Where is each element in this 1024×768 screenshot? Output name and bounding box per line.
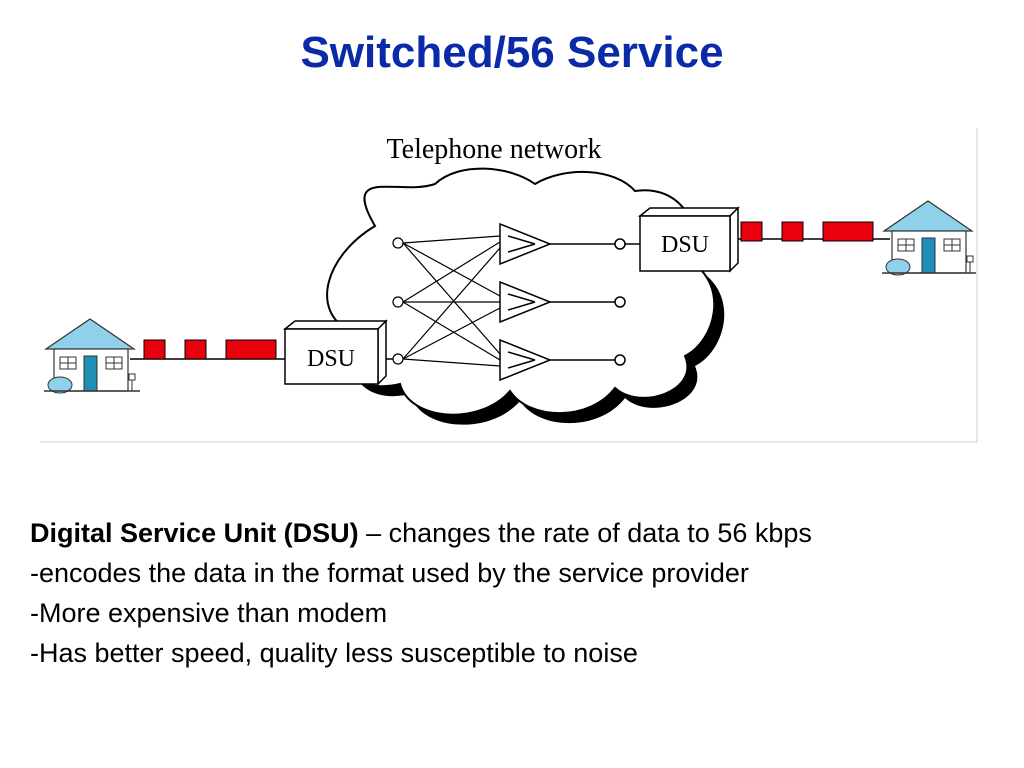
data-block — [740, 221, 763, 242]
caption-text: Digital Service Unit (DSU) – changes the… — [30, 513, 1020, 673]
bullet-expensive: -More expensive than modem — [30, 598, 388, 628]
dsu-box-icon: DSU — [282, 319, 388, 386]
data-block — [781, 221, 804, 242]
data-blocks-left — [143, 339, 277, 360]
slide-title: Switched/56 Service — [300, 28, 724, 77]
dsu-term: Digital Service Unit (DSU) — [30, 518, 359, 548]
data-blocks-right — [740, 221, 874, 242]
data-block — [225, 339, 277, 360]
house-icon — [44, 318, 140, 394]
crossbar-wiring — [392, 235, 501, 367]
data-block — [184, 339, 207, 360]
data-block — [822, 221, 874, 242]
switched56-diagram: Telephone network — [40, 126, 978, 444]
bullet-speed: -Has better speed, quality less suscepti… — [30, 638, 638, 668]
network-label: Telephone network — [387, 134, 602, 165]
switch-icon — [499, 338, 626, 382]
bullet-encodes: -encodes the data in the format used by … — [30, 558, 749, 588]
dsu-definition: Digital Service Unit (DSU) – changes the… — [30, 513, 1020, 553]
dsu-left-label: DSU — [307, 346, 355, 372]
dsu-term-description: – changes the rate of data to 56 kbps — [358, 518, 812, 548]
house-icon — [882, 200, 976, 276]
dsu-right-label: DSU — [661, 232, 709, 258]
switch-icon — [499, 280, 626, 324]
switch-icon — [499, 222, 626, 266]
dsu-box-icon: DSU — [637, 206, 740, 273]
data-block — [143, 339, 166, 360]
